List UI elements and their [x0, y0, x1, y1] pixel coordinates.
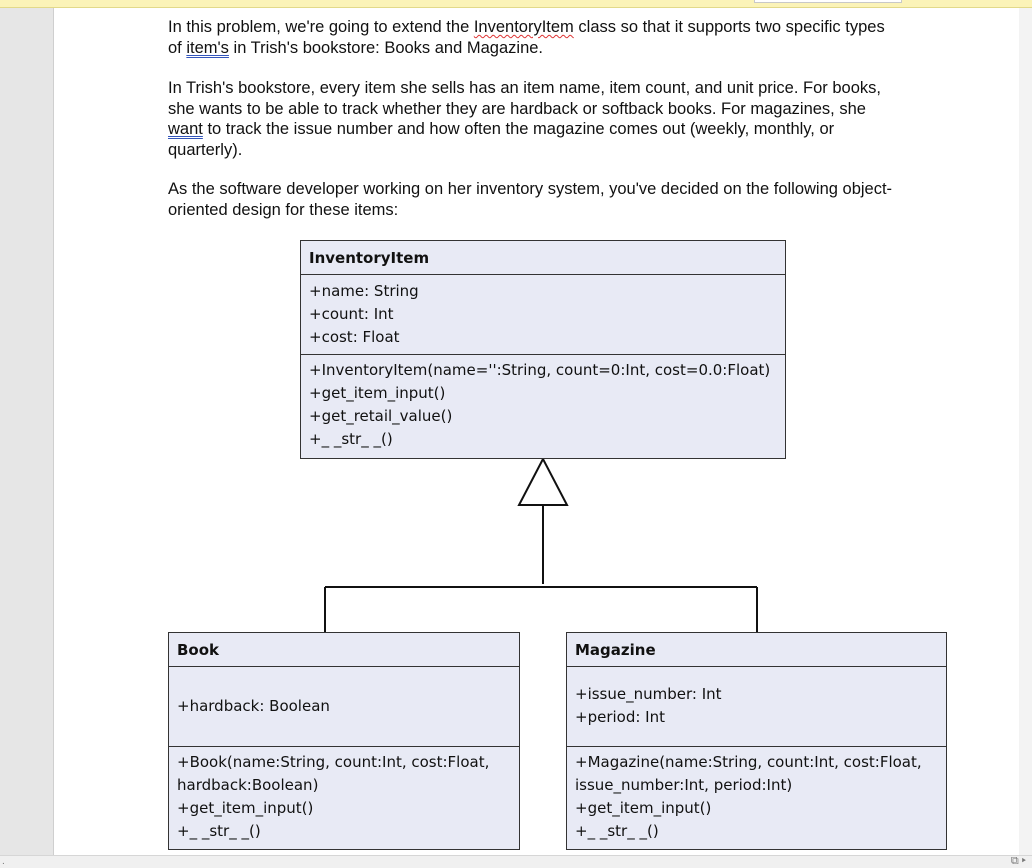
status-bar: . ⧉ ▸	[0, 855, 1032, 868]
paragraph-requirements: In Trish's bookstore, every item she sel…	[168, 78, 898, 160]
class-attributes: +hardback: Boolean	[169, 667, 519, 747]
method-row: +_ _str_ _()	[575, 822, 659, 840]
notification-bar	[0, 0, 1032, 8]
uml-class-inventoryitem: InventoryItem +name: String +count: Int …	[300, 240, 786, 459]
paragraph-intro: In this problem, we're going to extend t…	[168, 17, 898, 58]
method-row: issue_number:Int, period:Int)	[575, 776, 793, 794]
para2-text-before: In Trish's bookstore, every item she sel…	[168, 79, 881, 118]
para1-text-middle: class so that it supports two specific t…	[168, 18, 885, 57]
vertical-scrollbar[interactable]	[1019, 8, 1032, 855]
method-row: +get_item_input()	[575, 799, 712, 817]
attribute-row: +period: Int	[575, 708, 665, 726]
spelling-flag-word[interactable]: InventoryItem	[473, 18, 574, 36]
para2-text-after: to track the issue number and how often …	[168, 120, 835, 159]
uml-class-book: Book +hardback: Boolean +Book(name:Strin…	[168, 632, 520, 850]
para1-text-before: In this problem, we're going to extend t…	[168, 18, 474, 36]
grammar-flag-word[interactable]: want	[168, 120, 203, 138]
method-row: +get_item_input()	[309, 384, 446, 402]
method-row: +get_item_input()	[177, 799, 314, 817]
class-name: Magazine	[567, 633, 946, 667]
class-methods: +InventoryItem(name='':String, count=0:I…	[301, 355, 785, 451]
attribute-row: +count: Int	[309, 305, 394, 323]
view-toggle-icon[interactable]: ⧉ ▸	[1010, 855, 1026, 867]
method-row: +_ _str_ _()	[177, 822, 261, 840]
method-row: +_ _str_ _()	[309, 430, 393, 448]
method-row: +get_retail_value()	[309, 407, 453, 425]
class-attributes: +issue_number: Int +period: Int	[567, 667, 946, 747]
class-name: InventoryItem	[301, 241, 785, 275]
generalization-arrowhead	[517, 456, 569, 506]
method-row: hardback:Boolean)	[177, 776, 319, 794]
para1-text-after: in Trish's bookstore: Books and Magazine…	[228, 38, 544, 57]
attribute-row: +issue_number: Int	[575, 685, 722, 703]
uml-class-magazine: Magazine +issue_number: Int +period: Int…	[566, 632, 947, 850]
status-left-icon: .	[2, 856, 5, 867]
attribute-row: +name: String	[309, 282, 419, 300]
class-methods: +Book(name:String, count:Int, cost:Float…	[169, 747, 519, 843]
paragraph-design: As the software developer working on her…	[168, 180, 893, 219]
class-attributes: +name: String +count: Int +cost: Float	[301, 275, 785, 355]
attribute-row: +cost: Float	[309, 328, 400, 346]
notification-field[interactable]	[754, 0, 902, 3]
method-row: +Book(name:String, count:Int, cost:Float…	[177, 753, 490, 771]
grammar-flag-word[interactable]: item's	[186, 38, 229, 57]
class-methods: +Magazine(name:String, count:Int, cost:F…	[567, 747, 946, 843]
attribute-row: +hardback: Boolean	[177, 697, 330, 715]
method-row: +Magazine(name:String, count:Int, cost:F…	[575, 753, 922, 771]
method-row: +InventoryItem(name='':String, count=0:I…	[309, 361, 771, 379]
class-name: Book	[169, 633, 519, 667]
left-margin-rail	[0, 8, 54, 855]
